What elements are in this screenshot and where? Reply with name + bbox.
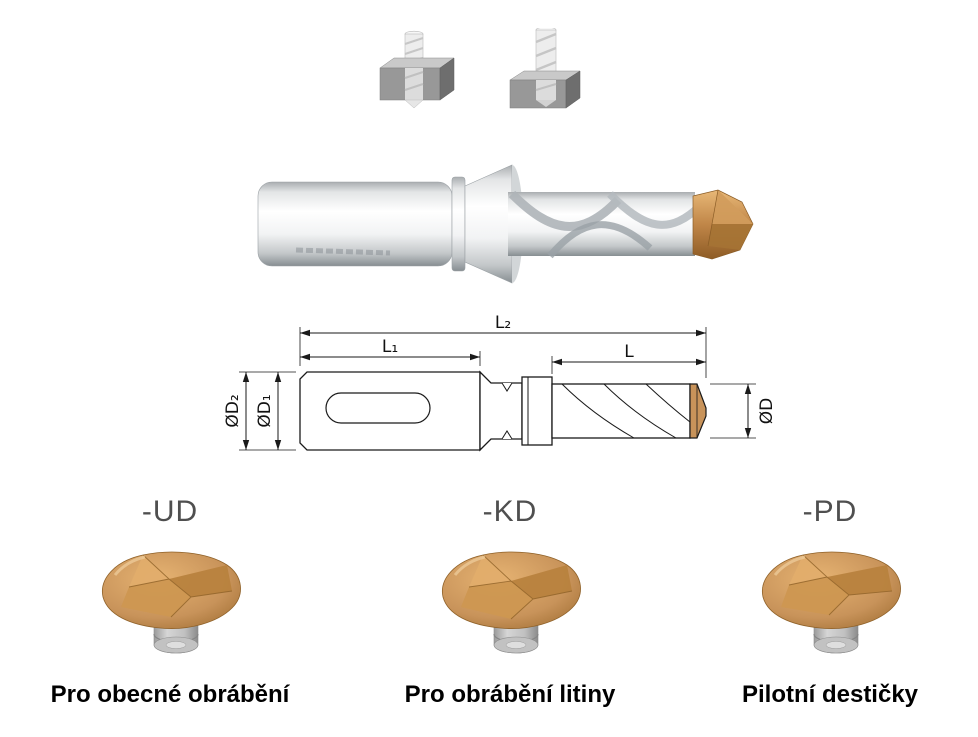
insert-photo-ud (101, 551, 241, 654)
tool-outline (299, 370, 707, 452)
drill-tool-photo (257, 164, 754, 284)
insert-type-code: -PD (802, 495, 858, 528)
insert-type-column-ud: -UD Pro obecné obrábění (20, 495, 320, 709)
dimension-lines (242, 329, 752, 450)
insert-carbide-head (101, 551, 241, 629)
dim-label-d1: ØD₁ (255, 394, 275, 427)
insert-type-column-kd: -KD Pro obrábění litiny (355, 495, 665, 709)
insert-caption: Pro obrábění litiny (404, 681, 616, 708)
coolant-notch-top (501, 382, 513, 392)
blind-hole-drilling-icon (509, 28, 581, 109)
coolant-notch-bottom (501, 430, 513, 440)
tool-insert-tip (692, 189, 754, 260)
insert-photo-pd (761, 551, 901, 654)
dim-label-d2: ØD₂ (223, 394, 243, 427)
dim-label-d: ØD (757, 398, 777, 424)
drilling-application-icons (379, 28, 581, 109)
tool-shank (257, 176, 466, 272)
insert-type-column-pd: -PD Pilotní destičky (680, 495, 978, 709)
insert-caption: Pilotní destičky (741, 681, 919, 708)
dim-label-l1: L₁ (382, 337, 398, 357)
insert-caption: Pro obecné obrábění (50, 681, 290, 708)
dim-label-l: L (624, 342, 634, 362)
laser-marking (295, 247, 391, 256)
insert-tip-outline (689, 383, 707, 439)
insert-type-code: -KD (482, 495, 538, 528)
shank-clamp-slot (325, 392, 431, 424)
through-hole-drilling-icon (379, 30, 455, 109)
tool-flutes (508, 190, 705, 259)
insert-carbide-head (761, 551, 901, 629)
insert-type-code: -UD (141, 495, 199, 528)
insert-carbide-head (441, 551, 581, 629)
dimension-drawing: L₂ L₁ L ØD₂ ØD₁ ØD (223, 313, 777, 452)
dim-label-l2: L₂ (495, 313, 511, 333)
insert-photo-kd (441, 551, 581, 654)
